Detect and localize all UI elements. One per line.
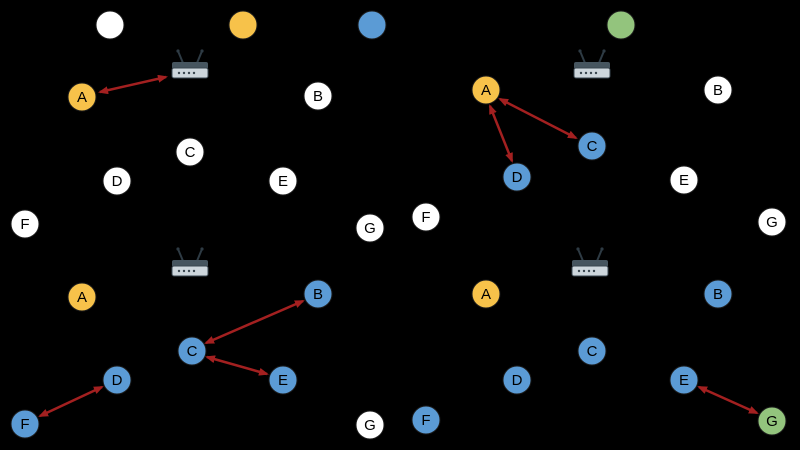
panel-top-left-node-e: E [268, 166, 298, 196]
node-letter-label: G [766, 214, 778, 231]
panel-top-right-transmission-arrow-0 [498, 97, 578, 140]
panel-top-right-node-a: A [471, 75, 501, 105]
panel-top-left-node-d: D [102, 166, 132, 196]
panel-bottom-left-node-d: D [102, 365, 132, 395]
legend-dot-blue [357, 10, 387, 40]
panel-top-left-node-c: C [175, 137, 205, 167]
node-letter-label: A [77, 289, 87, 306]
node-letter-label: D [512, 169, 523, 186]
panel-bottom-left-transmission-arrow-2 [38, 385, 104, 418]
panel-bottom-left-transmission-arrow-1 [205, 355, 269, 376]
node-letter-label: A [77, 89, 87, 106]
node-letter-label: B [313, 88, 323, 105]
node-letter-label: F [20, 216, 29, 233]
panel-bottom-right: A B C D E F G [411, 247, 787, 436]
panel-top-left-router-icon [171, 49, 209, 79]
panel-top-left-node-g: G [355, 213, 385, 243]
panel-top-right: A B C D E F G [411, 49, 787, 237]
panel-top-right-node-b: B [703, 75, 733, 105]
node-letter-label: D [112, 372, 123, 389]
panel-bottom-left-node-b: B [303, 279, 333, 309]
panel-bottom-left-node-a: A [67, 282, 97, 312]
panel-top-right-router-icon [573, 49, 611, 79]
panel-bottom-left: A B C D E F G [10, 247, 385, 440]
node-letter-label: E [679, 172, 689, 189]
panel-bottom-left-node-g: G [355, 410, 385, 440]
legend-dot-yellow [228, 10, 258, 40]
panel-bottom-right-node-c: C [577, 336, 607, 366]
panel-bottom-left-node-e: E [268, 365, 298, 395]
node-letter-label: F [421, 412, 430, 429]
panel-bottom-right-node-d: D [502, 365, 532, 395]
panel-bottom-left-node-f: F [10, 409, 40, 439]
panel-top-right-node-f: F [411, 202, 441, 232]
panel-bottom-right-node-b: B [703, 279, 733, 309]
panel-bottom-right-node-f: F [411, 405, 441, 435]
panel-bottom-right-transmission-arrow-0 [697, 385, 759, 415]
panel-bottom-left-router-icon [171, 247, 209, 277]
panel-top-right-node-d: D [502, 162, 532, 192]
panel-bottom-right-node-e: E [669, 365, 699, 395]
node-letter-label: C [587, 343, 598, 360]
panel-top-right-node-e: E [669, 165, 699, 195]
legend-dot-white [95, 10, 125, 40]
node-letter-label: C [587, 138, 598, 155]
panel-top-left-transmission-arrow-0 [98, 74, 168, 95]
panel-top-left-node-a: A [67, 82, 97, 112]
panel-top-left-node-b: B [303, 81, 333, 111]
panel-top-left-node-f: F [10, 209, 40, 239]
node-letter-label: C [187, 343, 198, 360]
node-letter-label: B [713, 286, 723, 303]
node-letter-label: F [421, 209, 430, 226]
node-letter-label: D [512, 372, 523, 389]
node-letter-label: B [713, 82, 723, 99]
panel-bottom-left-transmission-arrow-0 [204, 299, 305, 345]
node-letter-label: G [766, 413, 778, 430]
legend [95, 10, 636, 40]
node-letter-label: D [112, 173, 123, 190]
panel-bottom-right-router-icon [571, 247, 609, 277]
panel-top-right-node-c: C [577, 131, 607, 161]
node-letter-label: G [364, 220, 376, 237]
panel-bottom-left-node-c: C [177, 336, 207, 366]
panel-top-right-node-g: G [757, 207, 787, 237]
node-letter-label: E [278, 372, 288, 389]
legend-dot-green [606, 10, 636, 40]
node-letter-label: B [313, 286, 323, 303]
panel-top-left: A B C D E F G [10, 49, 385, 243]
node-letter-label: E [679, 372, 689, 389]
node-letter-label: E [278, 173, 288, 190]
node-letter-label: A [481, 286, 491, 303]
panel-top-right-transmission-arrow-1 [488, 104, 514, 163]
node-letter-label: F [20, 416, 29, 433]
panel-bottom-right-node-a: A [471, 279, 501, 309]
node-letter-label: A [481, 82, 491, 99]
node-letter-label: G [364, 417, 376, 434]
node-letter-label: C [185, 144, 196, 161]
panel-bottom-right-node-g: G [757, 406, 787, 436]
